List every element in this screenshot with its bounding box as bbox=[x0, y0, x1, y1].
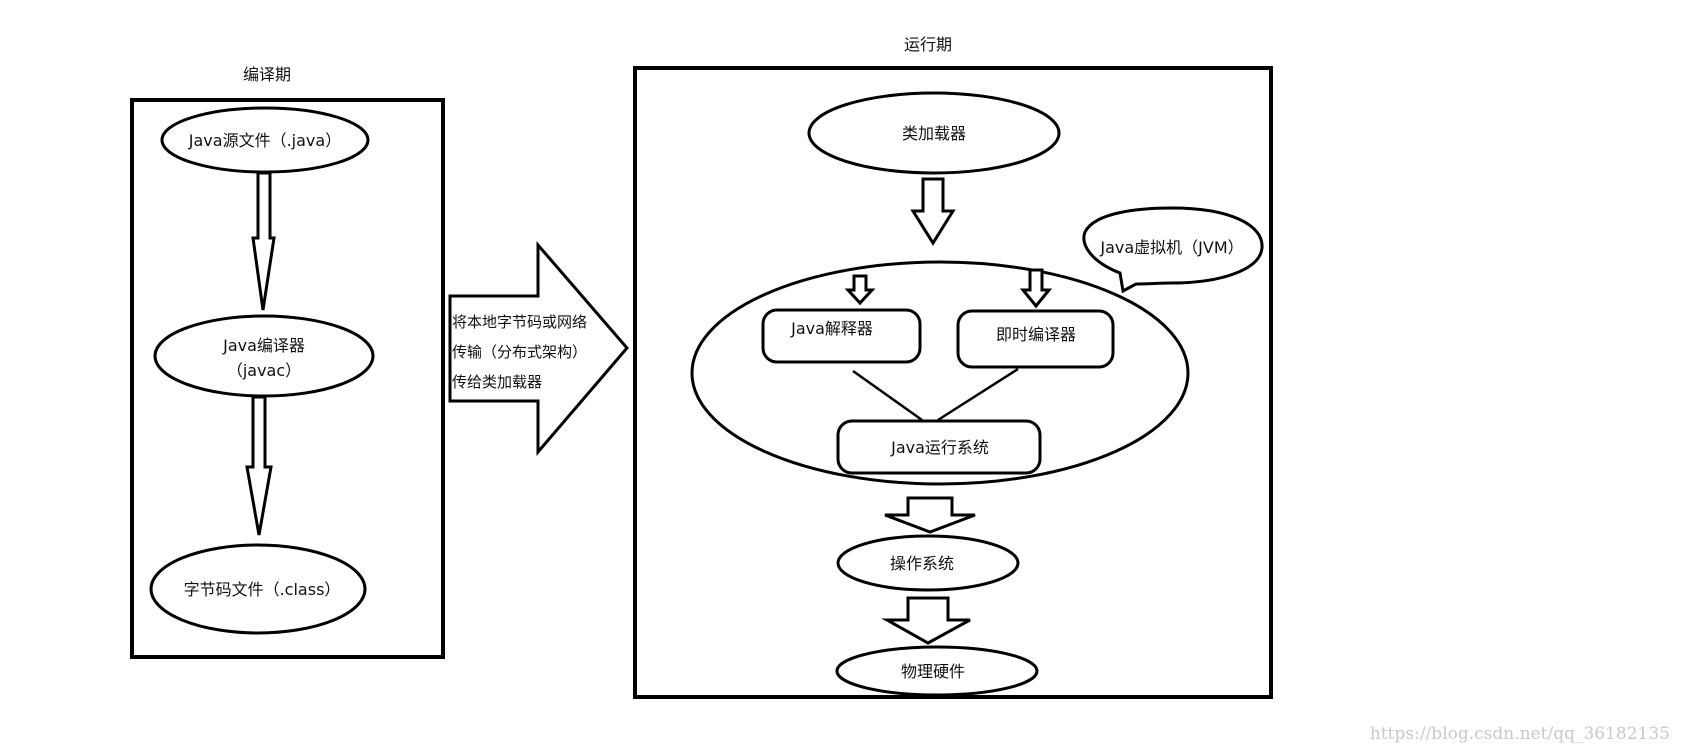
jit-compiler-node bbox=[956, 309, 1115, 369]
runtime-phase-title: 运行期 bbox=[904, 35, 952, 54]
bytecode-file-label: 字节码文件（.class） bbox=[184, 580, 341, 599]
transfer-label-line3: 传给类加载器 bbox=[452, 373, 542, 391]
interpreter-label: Java解释器 bbox=[790, 319, 873, 338]
compile-phase-title: 编译期 bbox=[243, 65, 291, 84]
source-file-label: Java源文件（.java） bbox=[188, 131, 341, 150]
arrow-jvm-to-os bbox=[884, 496, 976, 534]
runtime-system-node bbox=[836, 419, 1042, 475]
arrow-into-jit bbox=[1019, 268, 1053, 309]
arrow-into-interpreter bbox=[844, 274, 876, 306]
transfer-arrow bbox=[448, 240, 629, 457]
compiler-label-line2: （javac） bbox=[227, 361, 301, 380]
jvm-callout bbox=[1082, 206, 1264, 294]
transfer-label-line1: 将本地字节码或网络 bbox=[452, 313, 587, 331]
compiler-label-line1: Java编译器 bbox=[222, 336, 305, 355]
interpreter-node bbox=[761, 308, 922, 364]
transfer-label-line2: 传输（分布式架构） bbox=[452, 343, 587, 361]
hardware-label: 物理硬件 bbox=[901, 662, 965, 681]
line-jit-to-runtime bbox=[937, 367, 1019, 422]
jvm-callout-label: Java虚拟机（JVM） bbox=[1099, 238, 1243, 257]
class-loader-node bbox=[807, 91, 1061, 175]
compiler-node bbox=[153, 314, 375, 398]
compile-phase-frame bbox=[130, 98, 445, 659]
class-loader-label: 类加载器 bbox=[902, 124, 966, 143]
arrow-loader-to-jvm bbox=[910, 177, 956, 246]
hardware-node bbox=[835, 645, 1039, 697]
arrow-source-to-compiler bbox=[251, 171, 276, 311]
jit-compiler-label: 即时编译器 bbox=[996, 325, 1076, 344]
arrow-os-to-hardware bbox=[881, 596, 971, 645]
watermark-text: https://blog.csdn.net/qq_36182135 bbox=[1370, 724, 1670, 744]
os-node bbox=[836, 534, 1020, 592]
os-label: 操作系统 bbox=[890, 554, 954, 573]
runtime-phase-frame bbox=[633, 66, 1273, 699]
line-interpreter-to-runtime bbox=[852, 369, 923, 422]
bytecode-file-node bbox=[149, 543, 367, 635]
arrow-compiler-to-bytecode bbox=[245, 395, 273, 536]
runtime-system-label: Java运行系统 bbox=[890, 438, 989, 457]
